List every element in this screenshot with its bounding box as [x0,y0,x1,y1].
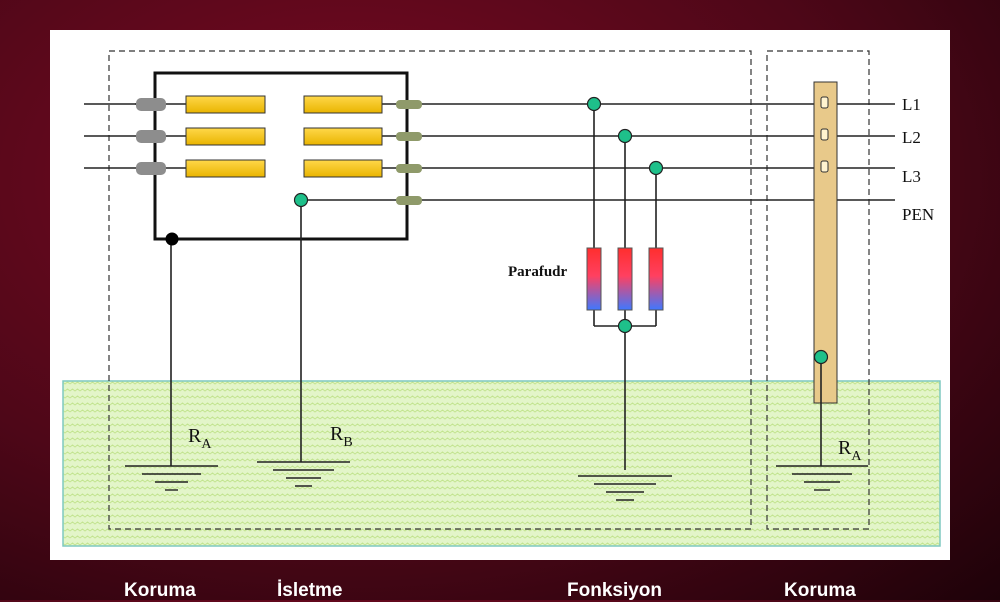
line-label-l3: L3 [902,167,921,186]
rb-label: RB [330,423,353,450]
primary-windings [185,95,266,178]
diagram-panel: L1 L2 L3 PEN Parafudr RA RB RA [50,30,950,560]
caption-isletme: İsletme [277,580,343,601]
arrester-taps [593,104,657,470]
pole [813,81,838,404]
connection-nodes [293,96,829,365]
earth-symbol-ra-right [776,465,868,491]
earth-symbol-ra-left [125,465,218,491]
output-connectors [396,100,422,205]
caption-koruma-left: Koruma [124,580,196,601]
surge-arresters [586,247,664,311]
earth-zone [62,380,941,547]
frame-earth-node [165,232,179,246]
input-lines [84,103,186,169]
surge-arrester-label: Parafudr [508,264,568,280]
earthing-diagram: L1 L2 L3 PEN Parafudr RA RB RA [62,50,941,547]
earth-symbol-arrester [578,475,672,501]
caption-fonksiyon: Fonksiyon [567,580,663,601]
line-label-pen: PEN [902,205,934,224]
protection-boundary [766,50,870,530]
ra-left-label: RA [188,425,212,452]
system-boundary [108,50,752,530]
line-label-l2: L2 [902,128,921,147]
line-label-l1: L1 [902,95,921,114]
pole-insulators [820,96,829,173]
secondary-windings [303,95,383,178]
transformer-box [153,71,409,241]
input-connectors [136,98,166,175]
earth-symbol-rb [257,461,350,487]
ra-right-label: RA [838,437,862,464]
caption-koruma-right: Koruma [784,580,856,601]
output-lines [300,103,895,201]
